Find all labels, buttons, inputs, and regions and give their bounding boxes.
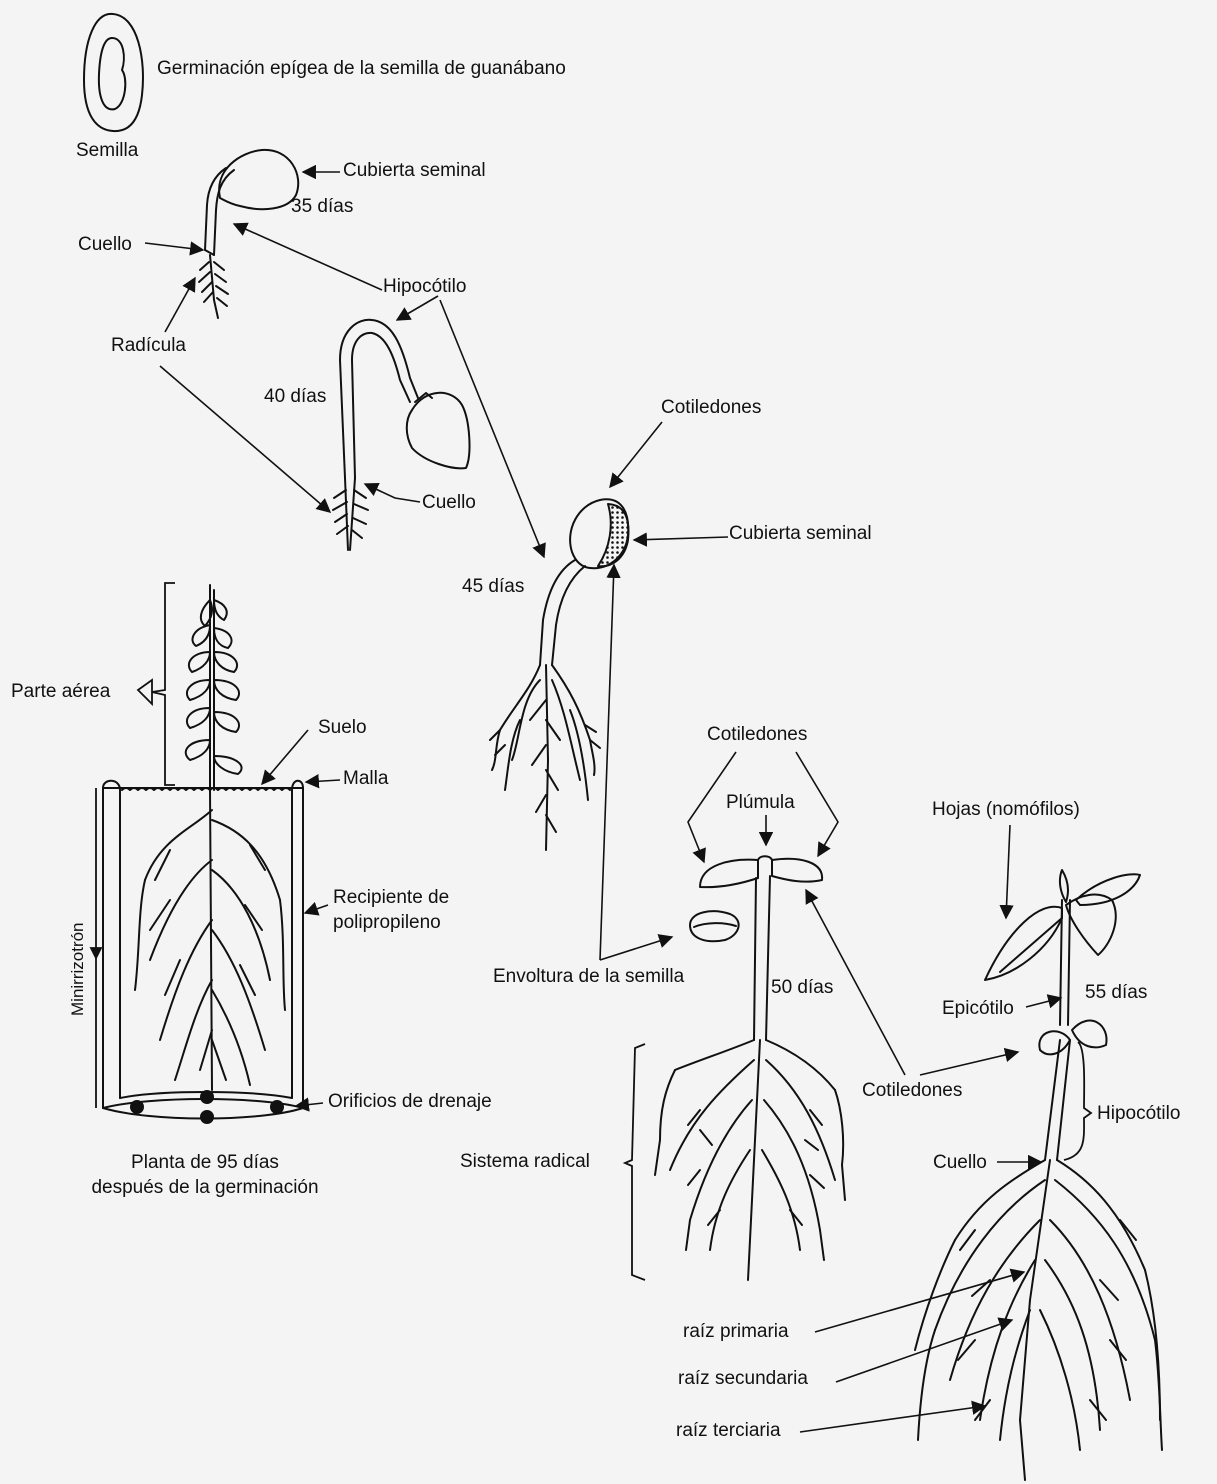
cuello-40-label: Cuello bbox=[422, 492, 476, 514]
envoltura-label: Envoltura de la semilla bbox=[493, 966, 684, 988]
days-55-label: 55 días bbox=[1085, 982, 1147, 1004]
radicula-label: Radícula bbox=[111, 335, 186, 357]
days-45-label: 45 días bbox=[462, 576, 524, 598]
plant-95-caption-line1: Planta de 95 días bbox=[60, 1152, 350, 1174]
seed-label: Semilla bbox=[76, 140, 138, 162]
brackets bbox=[91, 583, 1091, 1280]
hojas-label: Hojas (nomófilos) bbox=[932, 799, 1080, 821]
plant-55-drawing bbox=[915, 870, 1162, 1480]
diagram-title: Germinación epígea de la semilla de guan… bbox=[157, 58, 566, 80]
cotiledones-55-label: Cotiledones bbox=[862, 1080, 962, 1102]
cuello-55-label: Cuello bbox=[933, 1152, 987, 1174]
cuello-35-label: Cuello bbox=[78, 234, 132, 256]
hipocotilo-label: Hipocótilo bbox=[383, 276, 466, 298]
seedling-40-drawing bbox=[333, 320, 469, 550]
hipocotilo-55-label: Hipocótilo bbox=[1097, 1103, 1180, 1125]
plumula-label: Plúmula bbox=[726, 792, 795, 814]
epicotilo-label: Epicótilo bbox=[942, 998, 1014, 1020]
cubierta-seminal-45-label: Cubierta seminal bbox=[729, 523, 872, 545]
plant-95-caption-line2: después de la germinación bbox=[60, 1177, 350, 1199]
suelo-label: Suelo bbox=[318, 717, 367, 739]
seedling-35-drawing bbox=[199, 150, 298, 318]
days-35-label: 35 días bbox=[291, 196, 353, 218]
malla-label: Malla bbox=[343, 768, 388, 790]
seedling-50-drawing bbox=[655, 856, 845, 1280]
seed-drawing bbox=[84, 14, 143, 131]
orificios-label: Orificios de drenaje bbox=[328, 1091, 492, 1113]
days-50-label: 50 días bbox=[771, 977, 833, 999]
recipiente-label-line1: Recipiente de bbox=[333, 887, 449, 909]
days-40-label: 40 días bbox=[264, 386, 326, 408]
cotiledones-50-label: Cotiledones bbox=[707, 724, 807, 746]
parte-aerea-label: Parte aérea bbox=[11, 681, 110, 703]
raiz-terciaria-label: raíz terciaria bbox=[676, 1420, 781, 1442]
raiz-secundaria-label: raíz secundaria bbox=[678, 1368, 808, 1390]
leader-arrows bbox=[145, 172, 1061, 1432]
raiz-primaria-label: raíz primaria bbox=[683, 1321, 789, 1343]
sistema-radical-label: Sistema radical bbox=[460, 1151, 590, 1173]
cotiledones-45-label: Cotiledones bbox=[661, 397, 761, 419]
cubierta-seminal-35-label: Cubierta seminal bbox=[343, 160, 486, 182]
minirrizotron-label: Minirrizotrón bbox=[68, 922, 88, 1016]
plant-95-drawing bbox=[103, 585, 303, 1123]
recipiente-label-line2: polipropileno bbox=[333, 912, 441, 934]
seedling-45-drawing bbox=[490, 499, 628, 850]
